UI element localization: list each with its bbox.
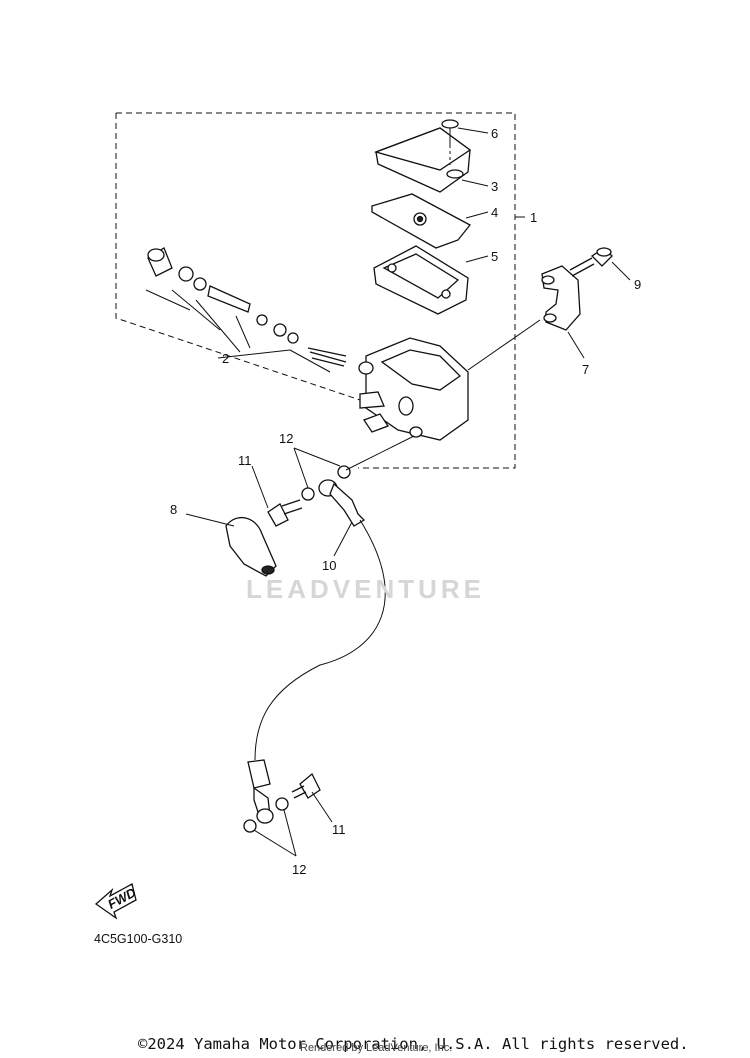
leader-lines bbox=[185, 127, 631, 857]
master-cylinder-body[interactable] bbox=[358, 337, 469, 441]
callout-2: 2 bbox=[222, 351, 229, 366]
watermark: LEADVENTURE bbox=[246, 574, 486, 604]
holder-bolt[interactable] bbox=[569, 247, 613, 277]
copyright-notice: ©2024 Yamaha Motor Corporation, U.S.A. A… bbox=[138, 1035, 689, 1053]
callout-1: 1 bbox=[530, 210, 537, 225]
diaphragm-plate[interactable] bbox=[371, 193, 471, 249]
brake-hose-fitting-upper[interactable] bbox=[318, 479, 366, 527]
callout-12-upper: 12 bbox=[279, 431, 293, 446]
assembly-boundary bbox=[115, 112, 516, 469]
callout-5: 5 bbox=[491, 249, 498, 264]
brake-hose-fitting-lower[interactable] bbox=[247, 759, 274, 824]
callout-9: 9 bbox=[634, 277, 641, 292]
reservoir-cap[interactable] bbox=[373, 127, 472, 193]
rendered-by: Rendered by LeadVenture, Inc. bbox=[300, 1042, 453, 1054]
callout-7: 7 bbox=[582, 362, 589, 377]
copper-washer-upper-a[interactable] bbox=[301, 487, 315, 501]
union-bolt-upper[interactable] bbox=[267, 499, 303, 527]
diaphragm[interactable] bbox=[373, 245, 469, 315]
callout-12-lower: 12 bbox=[292, 862, 306, 877]
cap-screw[interactable] bbox=[441, 119, 459, 165]
callout-8: 8 bbox=[170, 502, 177, 517]
callout-11-lower: 11 bbox=[332, 822, 346, 837]
callout-10: 10 bbox=[322, 558, 336, 573]
callout-4: 4 bbox=[491, 205, 498, 220]
copper-washer-upper-b[interactable] bbox=[337, 465, 351, 479]
callout-3: 3 bbox=[491, 179, 498, 194]
piston-kit[interactable] bbox=[145, 247, 347, 373]
callout-6: 6 bbox=[491, 126, 498, 141]
hose-boot[interactable] bbox=[225, 516, 277, 577]
callout-11-upper: 11 bbox=[238, 453, 252, 468]
handlebar-holder[interactable] bbox=[541, 265, 581, 331]
brake-hose[interactable] bbox=[254, 519, 386, 761]
copper-washer-lower-a[interactable] bbox=[243, 819, 257, 833]
union-bolt-lower[interactable] bbox=[291, 772, 321, 799]
copper-washer-lower-b[interactable] bbox=[275, 797, 289, 811]
fwd-arrow-icon: FWD bbox=[94, 883, 139, 920]
diagram-code: 4C5G100-G310 bbox=[94, 932, 183, 946]
